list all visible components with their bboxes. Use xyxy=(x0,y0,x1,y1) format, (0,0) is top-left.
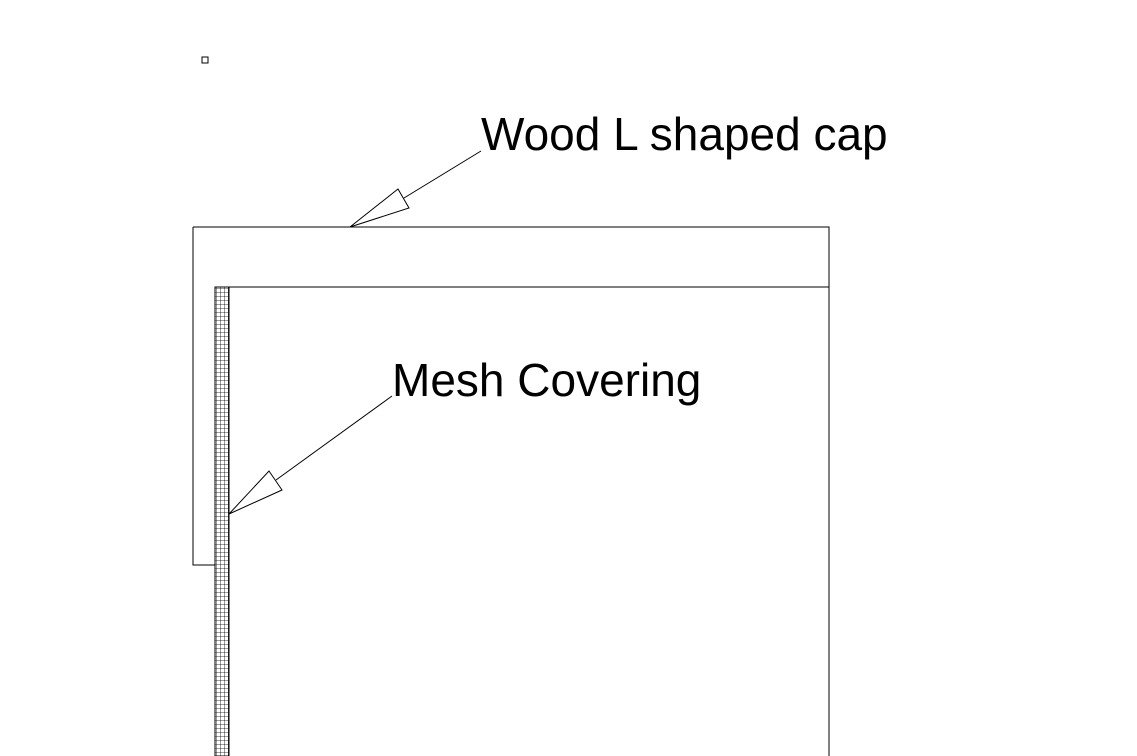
corner-marker xyxy=(201,56,209,64)
cap-label: Wood L shaped cap xyxy=(481,108,888,160)
mesh-arrowhead xyxy=(228,470,283,515)
cap-arrowhead xyxy=(349,188,410,228)
cap-leader-line xyxy=(403,150,482,199)
mesh-leader-line xyxy=(275,395,393,481)
mesh-strip xyxy=(214,286,230,756)
mesh-label: Mesh Covering xyxy=(392,354,701,406)
